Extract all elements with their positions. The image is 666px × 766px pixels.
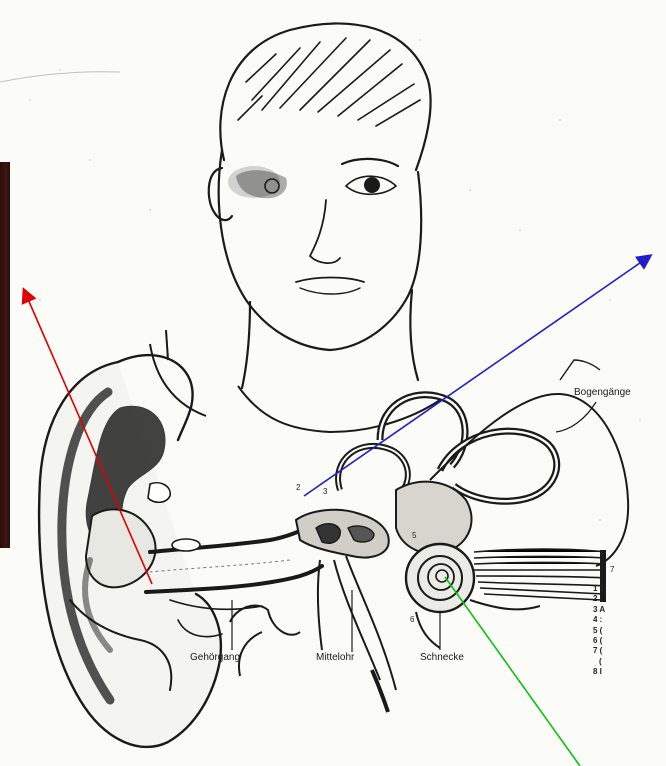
label-gehoergang: Gehörgang <box>190 653 240 663</box>
legend-item: 4 : <box>593 615 605 625</box>
legend-item: 3 A <box>593 605 605 615</box>
legend-item: ( <box>593 657 605 667</box>
number-5: 5 <box>412 532 416 540</box>
label-bogengaenge: Bogengänge <box>574 388 631 398</box>
pinna <box>39 355 221 747</box>
middle-ear <box>296 510 396 712</box>
legend-list: 1 T 2 I 3 A 4 : 5 ( 6 ( 7 ( ( 8 I <box>593 584 605 678</box>
green-arrow <box>445 577 580 766</box>
label-schnecke: Schnecke <box>420 653 464 663</box>
neck-shoulders <box>150 330 440 432</box>
legend-item: 5 ( <box>593 626 605 636</box>
blue-arrow <box>304 256 650 496</box>
face-inner-ear-sketch <box>228 166 380 198</box>
number-6: 6 <box>410 616 414 624</box>
number-2: 2 <box>296 484 300 492</box>
label-mittelohr: Mittelohr <box>316 653 354 663</box>
number-3: 3 <box>323 488 327 496</box>
legend-item: 2 I <box>593 594 605 604</box>
canal-opening <box>172 539 200 551</box>
auditory-nerve <box>474 549 606 600</box>
number-7: 7 <box>610 566 614 574</box>
legend-item: 8 I <box>593 667 605 677</box>
legend-item: 1 T <box>593 584 605 594</box>
legend-item: 6 ( <box>593 636 605 646</box>
head-drawing <box>209 23 431 388</box>
legend-item: 7 ( <box>593 646 605 656</box>
